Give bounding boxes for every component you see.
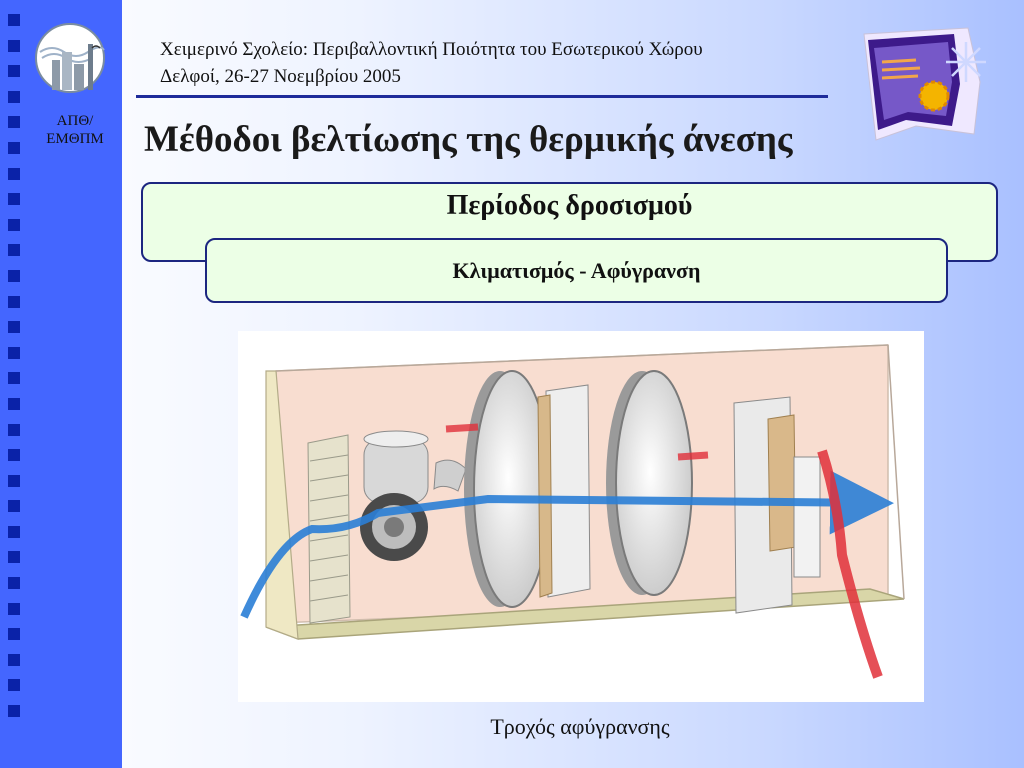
regeneration-air-flow [445,423,709,461]
cabinet-front-edge [265,370,299,640]
sidebar-square [8,705,20,718]
cooling-period-label: Περίοδος δροσισμού [446,190,693,221]
sidebar-square [8,65,20,78]
sidebar-square [8,244,20,257]
sidebar-square [8,167,20,180]
sidebar-square [8,346,20,359]
sidebar-square [8,500,20,513]
sidebar-square [8,525,20,538]
sidebar-square [8,218,20,231]
figure-caption: Τροχός αφύγρανσης [490,714,670,739]
header-divider [136,95,828,98]
sidebar-square [8,602,20,615]
sidebar-square [8,90,20,103]
org-label: ΑΠΘ/ ΕΜΘΠΜ [30,112,120,148]
sidebar-square [8,551,20,564]
winter-school-logo-icon [863,27,986,141]
desiccant-wheel [464,370,551,608]
supply-air-flow [240,470,894,619]
sidebar-square [8,193,20,206]
fan-assembly [360,430,467,561]
slide-title: Μέθοδοι βελτίωσης της θερμικής άνεσης [144,119,793,160]
air-conditioning-label: Κλιματισμός - Αφύγρανση [452,258,701,283]
header-line1: Χειμερινό Σχολείο: Περιβαλλοντική Ποιότη… [160,39,703,60]
desiccant-wheel-diagram [238,331,924,702]
sidebar-square [8,679,20,692]
sidebar-square [8,449,20,462]
sidebar-square [8,474,20,487]
filter-panel [537,384,591,598]
sidebar-square [8,269,20,282]
sidebar-square [8,577,20,590]
sidebar-square [8,653,20,666]
sidebar-square [8,295,20,308]
sidebar-square [8,141,20,154]
sidebar-square [8,372,20,385]
sidebar-squares [8,14,22,731]
sidebar-square [8,397,20,410]
slide-header: Χειμερινό Σχολείο: Περιβαλλοντική Ποιότη… [160,36,703,90]
exhaust-air-flow [817,449,883,679]
org-label-line1: ΑΠΘ/ [56,113,94,129]
heat-recovery-wheel [606,370,693,596]
sidebar-square [8,14,20,26]
header-line2: Δελφοί, 26-27 Νοεμβρίου 2005 [160,66,401,87]
org-label-line2: ΕΜΘΠΜ [46,131,104,147]
sidebar-square [8,423,20,436]
air-conditioning-box: Κλιματισμός - Αφύγρανση [205,238,948,303]
sidebar-square [8,116,20,129]
sidebar-square [8,628,20,641]
sidebar-square [8,321,20,334]
sidebar-square [8,39,20,52]
university-building-logo-icon [35,23,105,93]
sidebar [0,0,122,768]
